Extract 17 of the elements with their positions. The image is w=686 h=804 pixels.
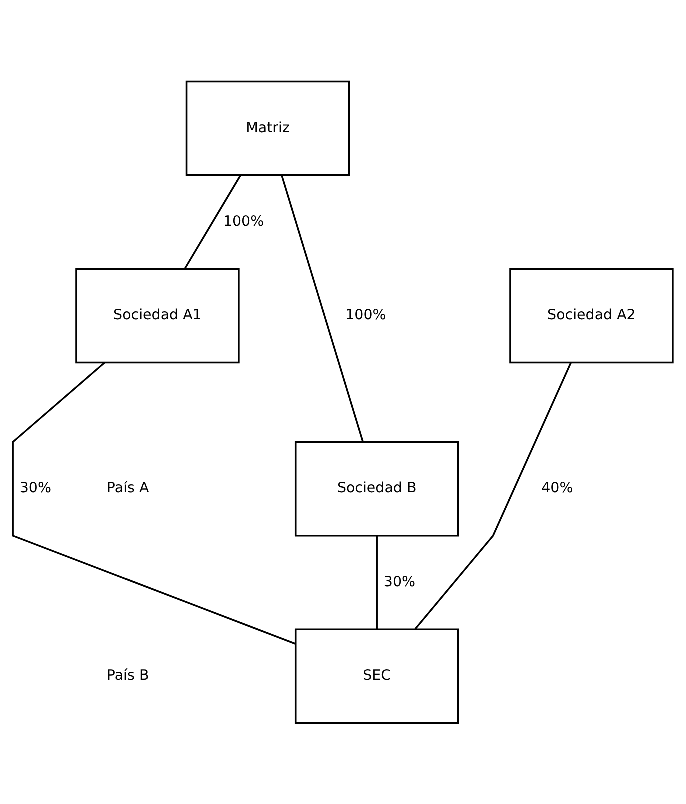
node-box: Sociedad A1 <box>76 268 240 364</box>
connector <box>12 362 296 644</box>
node-box: Sociedad A2 <box>510 268 674 364</box>
node-box: Sociedad B <box>294 440 460 536</box>
edge-label: 30% <box>384 574 416 590</box>
node-box: Matriz <box>186 80 350 176</box>
edge-label: 40% <box>542 480 574 496</box>
label: País B <box>106 668 150 684</box>
connector <box>184 174 242 269</box>
edge-label: 100% <box>223 213 264 230</box>
edge-label: 30% <box>20 480 52 496</box>
node-box: SEC <box>294 628 460 724</box>
label: País A <box>106 480 150 496</box>
connector <box>281 174 364 442</box>
connector <box>414 362 572 630</box>
connector <box>376 535 378 629</box>
edge-label: 100% <box>346 307 386 324</box>
